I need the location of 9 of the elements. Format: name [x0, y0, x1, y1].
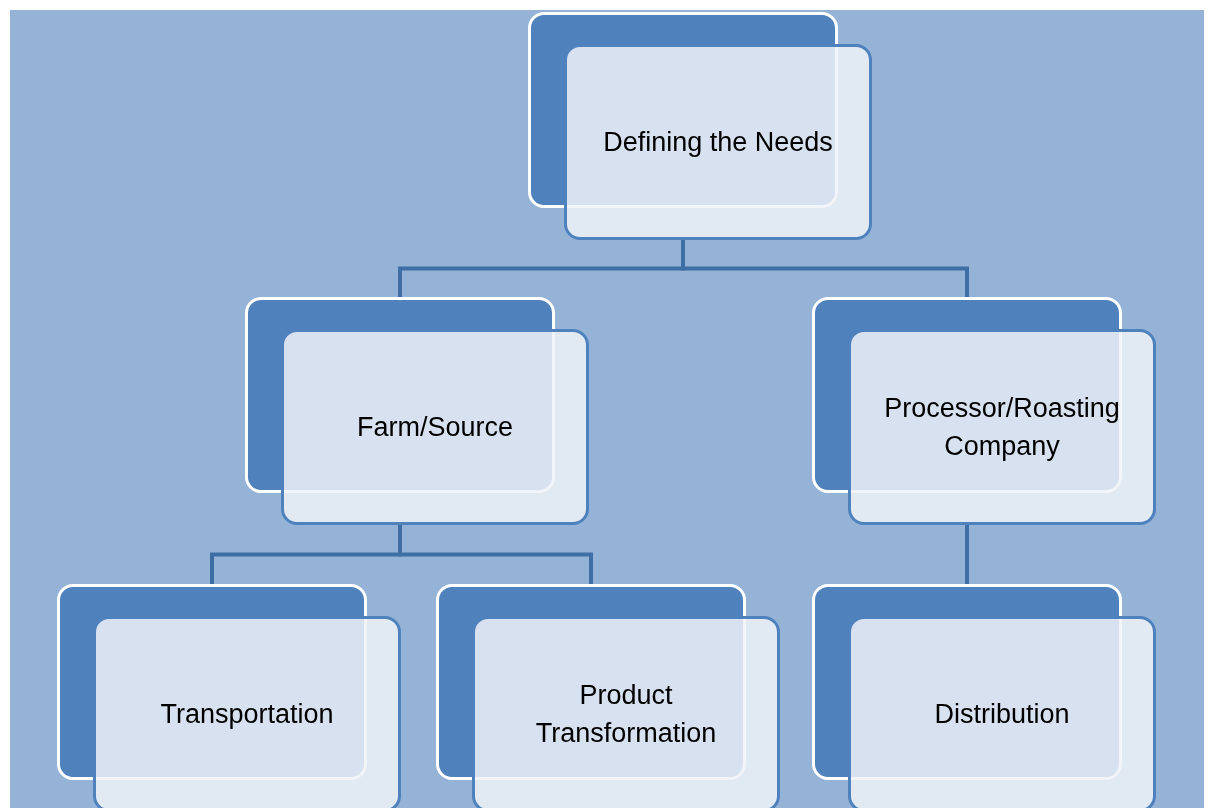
node-label: Product Transformation	[534, 679, 718, 750]
node-label: Farm/Source	[356, 411, 513, 444]
node-label: Transportation	[160, 698, 334, 731]
connector-line	[965, 525, 969, 584]
connector-line	[398, 525, 593, 584]
node-label: Processor/Roasting Company	[883, 392, 1121, 463]
connector-line	[681, 240, 969, 297]
node-label: Distribution	[934, 698, 1070, 731]
node-label: Defining the Needs	[603, 126, 833, 159]
